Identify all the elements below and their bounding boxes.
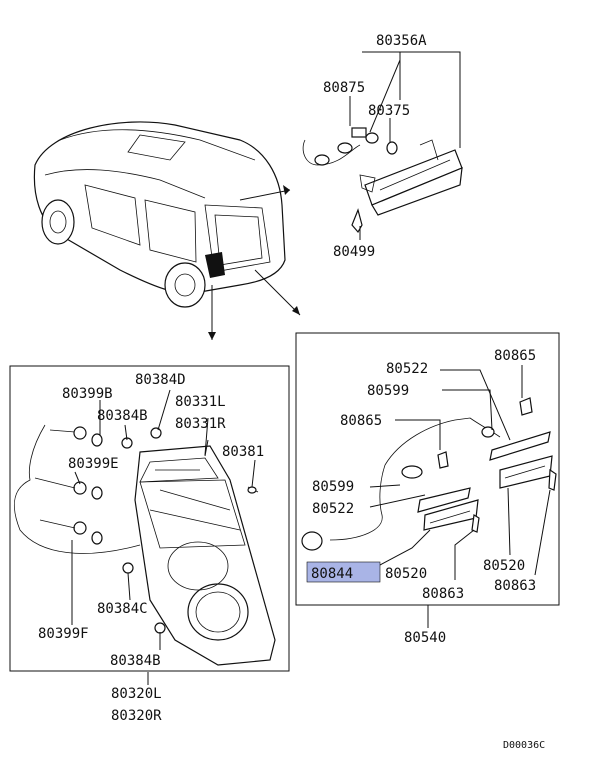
label-80520-right: 80520 xyxy=(483,558,525,574)
label-80540: 80540 xyxy=(404,630,446,646)
label-80399B: 80399B xyxy=(62,386,113,402)
tail-lamp-assembly xyxy=(13,424,276,666)
label-80331L: 80331L xyxy=(175,394,226,410)
label-80384C: 80384C xyxy=(97,601,148,617)
label-80865-top: 80865 xyxy=(494,348,536,364)
label-80599-low: 80599 xyxy=(312,479,354,495)
label-80599-top: 80599 xyxy=(367,383,409,399)
tail-lamp-frame xyxy=(9,365,290,672)
label-80844: 80844 xyxy=(311,566,353,582)
label-80320L: 80320L xyxy=(111,686,162,702)
high-mount-stop-lamp xyxy=(302,127,463,240)
label-80522-low: 80522 xyxy=(312,501,354,517)
label-80384B: 80384B xyxy=(97,408,148,424)
label-80375: 80375 xyxy=(368,103,410,119)
label-80863-left: 80863 xyxy=(422,586,464,602)
label-80320R: 80320R xyxy=(111,708,162,724)
vehicle-illustration xyxy=(33,121,301,340)
label-80384B-lower: 80384B xyxy=(110,653,161,669)
label-80863-right: 80863 xyxy=(494,578,536,594)
label-80499: 80499 xyxy=(333,244,375,260)
label-80865-mid: 80865 xyxy=(340,413,382,429)
label-80399F: 80399F xyxy=(38,626,89,642)
label-80384D: 80384D xyxy=(135,372,186,388)
label-80381: 80381 xyxy=(222,444,264,460)
diagram-code: D00036C xyxy=(503,740,545,751)
label-80522-top: 80522 xyxy=(386,361,428,377)
label-80520-left: 80520 xyxy=(385,566,427,582)
label-80399E: 80399E xyxy=(68,456,119,472)
label-80356A: 80356A xyxy=(376,33,427,49)
label-80875: 80875 xyxy=(323,80,365,96)
label-80331R: 80331R xyxy=(175,416,226,432)
license-lamp-assembly xyxy=(301,397,557,551)
highlight-80844 xyxy=(306,561,381,583)
